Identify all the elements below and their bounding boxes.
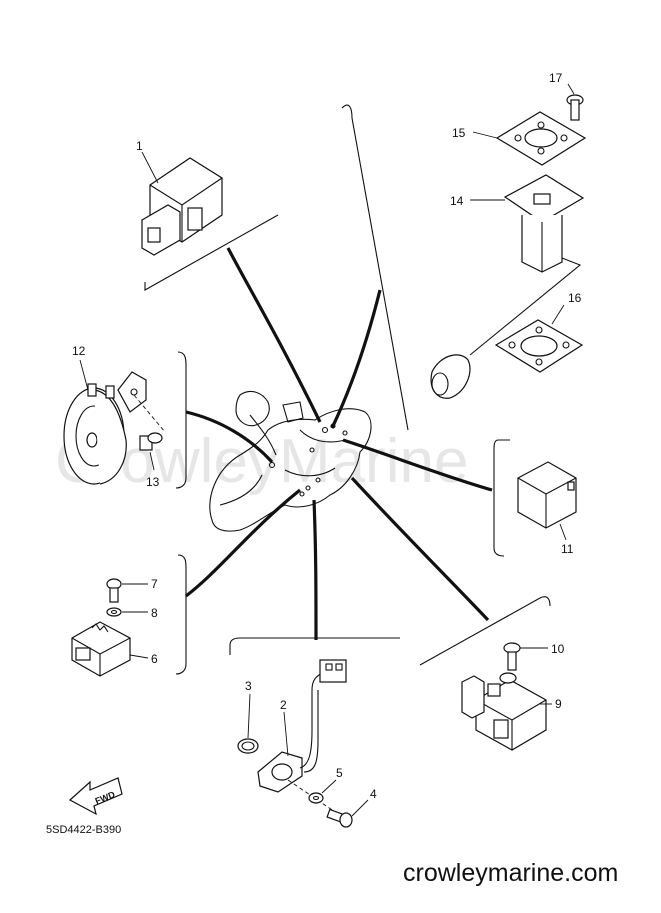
part-8-washer bbox=[106, 607, 148, 617]
part-6-regulator bbox=[71, 621, 149, 677]
callout-14: 14 bbox=[450, 194, 464, 208]
callout-12: 12 bbox=[72, 344, 86, 358]
callout-11: 11 bbox=[561, 542, 574, 556]
callout-8: 8 bbox=[151, 606, 158, 620]
part-2-sensor bbox=[257, 659, 347, 793]
part-12-horn bbox=[63, 359, 147, 485]
part-13-bolt bbox=[133, 394, 166, 471]
diagram-code: 5SD4422-B390 bbox=[46, 824, 121, 836]
part-3-o-ring bbox=[237, 693, 259, 754]
part-11-relay bbox=[517, 461, 577, 541]
callout-1: 1 bbox=[136, 139, 143, 153]
part-15-gasket-plate bbox=[472, 111, 587, 166]
callout-5: 5 bbox=[336, 766, 343, 780]
part-9-starter-relay bbox=[461, 672, 552, 751]
connector-lines bbox=[185, 247, 493, 641]
callout-labels: 1 2 3 4 5 6 7 8 9 10 11 12 13 14 15 16 1… bbox=[72, 71, 582, 801]
website-footer: crowleymarine.com bbox=[403, 859, 618, 887]
callout-4: 4 bbox=[370, 787, 377, 801]
callout-7: 7 bbox=[151, 577, 158, 591]
part-7-screw bbox=[106, 578, 148, 603]
callout-13: 13 bbox=[146, 475, 160, 489]
part-10-bolt bbox=[503, 642, 548, 671]
part-4-bolt bbox=[326, 799, 369, 828]
float bbox=[430, 354, 471, 399]
callout-3: 3 bbox=[245, 679, 252, 693]
callout-6: 6 bbox=[151, 652, 158, 666]
panel-frames bbox=[144, 104, 551, 675]
part-14-sender-unit bbox=[469, 174, 585, 356]
fwd-arrow: FWD bbox=[68, 777, 123, 816]
callout-15: 15 bbox=[452, 126, 466, 140]
part-16-gasket bbox=[494, 304, 584, 373]
callout-9: 9 bbox=[555, 697, 562, 711]
part-17-bolt bbox=[566, 83, 584, 121]
callout-17: 17 bbox=[549, 71, 563, 85]
callout-10: 10 bbox=[551, 642, 565, 656]
callout-16: 16 bbox=[568, 291, 582, 305]
callout-2: 2 bbox=[280, 698, 287, 712]
part-1-unit bbox=[141, 151, 223, 256]
